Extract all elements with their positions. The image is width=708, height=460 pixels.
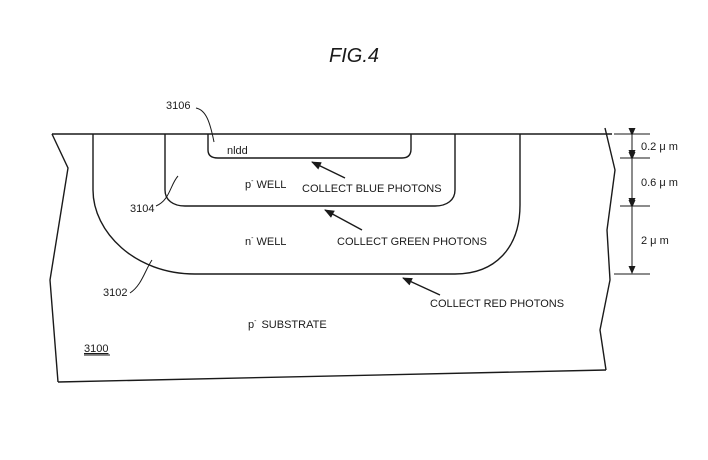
dimension-markers	[614, 128, 650, 275]
n-well-label: n-WELL	[245, 235, 286, 248]
p-well-label: p-WELL	[245, 178, 286, 191]
leader-3104	[155, 175, 179, 207]
leader-3106	[195, 107, 215, 143]
arrow-blue	[311, 161, 346, 179]
ref-3106: 3106	[166, 100, 190, 112]
ref-3102: 3102	[103, 287, 127, 299]
annotation-red: COLLECT RED PHOTONS	[430, 298, 564, 310]
figure-title: FIG.4	[329, 45, 379, 67]
arrow-red	[402, 277, 441, 296]
p-well-region	[164, 134, 456, 207]
arrow-green	[324, 209, 363, 231]
nldd-region	[207, 134, 412, 159]
annotation-green: COLLECT GREEN PHOTONS	[337, 236, 487, 248]
ref-3100: 3100	[84, 343, 108, 355]
dimension-2um: 2 μ m	[641, 235, 669, 247]
leader-3102	[129, 259, 153, 294]
substrate-label: p-SUBSTRATE	[248, 318, 327, 331]
n-well-region	[92, 134, 521, 275]
ref-3104: 3104	[130, 203, 154, 215]
nldd-label: nldd	[227, 145, 248, 157]
dimension-0-6um: 0.6 μ m	[641, 177, 678, 189]
dimension-0-2um: 0.2 μ m	[641, 141, 678, 153]
substrate-outline	[49, 127, 616, 383]
annotation-blue: COLLECT BLUE PHOTONS	[302, 183, 442, 195]
